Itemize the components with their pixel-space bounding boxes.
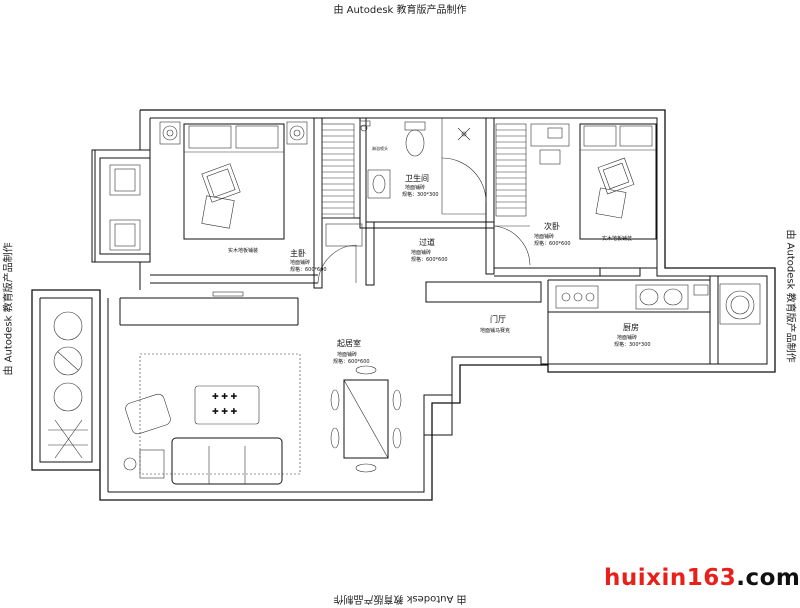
kitchen-floor-material: 地面铺砖	[617, 334, 637, 341]
room-label-living: 起居室	[337, 338, 361, 348]
shower-note: 淋浴喷头	[372, 145, 388, 151]
second-bed	[530, 123, 657, 240]
doors	[212, 225, 531, 297]
living-rug: ✚ ✚ ✚ ✚ ✚ ✚	[139, 353, 301, 475]
living-sofa	[123, 393, 283, 485]
room-label-bath: 卫生间	[405, 173, 429, 183]
wardrobe-master	[321, 123, 355, 219]
kitchen-floor-spec: 规格：300*300	[614, 341, 651, 348]
wardrobe-second	[495, 123, 527, 217]
watermark-top: 由 Autodesk 教育版产品制作	[333, 5, 467, 16]
room-label-master: 主卧	[290, 248, 306, 258]
second-floor-spec: 规格：600*600	[534, 240, 571, 247]
balcony-west	[48, 311, 88, 459]
dining-table	[330, 365, 402, 473]
balcony-chairs-north	[109, 164, 141, 251]
living-floor-material: 地面铺砖	[337, 351, 357, 358]
second-floor-material: 地面铺砖	[534, 233, 554, 240]
interior-walls	[119, 117, 719, 436]
room-label-kitchen: 厨房	[623, 322, 639, 332]
master-floor-note: 实木地板铺装	[228, 247, 258, 254]
second-floor-note: 实木地板铺装	[602, 235, 632, 242]
bath-floor-spec: 规格：300*300	[402, 191, 439, 198]
entry-floor-material: 地面铺马赛克	[480, 327, 510, 334]
master-floor-spec: 规格：600*600	[290, 266, 327, 273]
master-bed	[159, 121, 308, 240]
room-label-entry: 门厅	[490, 314, 506, 324]
room-label-second: 次卧	[544, 221, 560, 231]
corridor-floor-spec: 规格：600*600	[411, 256, 448, 263]
master-floor-material: 地面铺砖	[290, 259, 310, 266]
bath-floor-material: 地面铺砖	[405, 184, 425, 191]
living-floor-spec: 规格：600*600	[333, 358, 370, 365]
corridor-floor-material: 地面铺砖	[411, 249, 431, 256]
kitchen-counter	[555, 283, 761, 325]
svg-text:✚ ✚ ✚: ✚ ✚ ✚	[212, 392, 237, 401]
site-logo: huixin163.com	[604, 565, 800, 591]
room-label-corridor: 过道	[419, 237, 435, 247]
svg-text:✚ ✚ ✚: ✚ ✚ ✚	[212, 407, 237, 416]
bathroom-fixtures	[359, 118, 487, 215]
exterior-walls	[31, 109, 776, 501]
